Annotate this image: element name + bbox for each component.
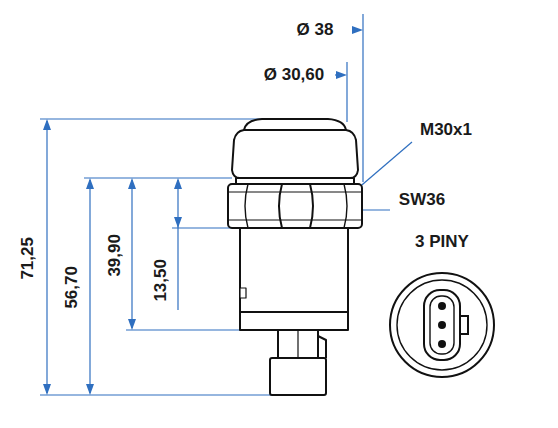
thread-label: M30x1 (420, 121, 472, 140)
pin-count-label: 3 PINY (415, 233, 469, 252)
dimension-label: 13,50 (152, 259, 171, 302)
diameter-label: Ø 38 (297, 21, 334, 40)
dimension-label: 56,70 (63, 266, 82, 309)
dimension-label: 39,90 (106, 234, 125, 277)
dimension-label: 71,25 (19, 237, 38, 280)
wrench-size-label: SW36 (399, 191, 445, 210)
diameter-label: Ø 30,60 (264, 66, 325, 85)
